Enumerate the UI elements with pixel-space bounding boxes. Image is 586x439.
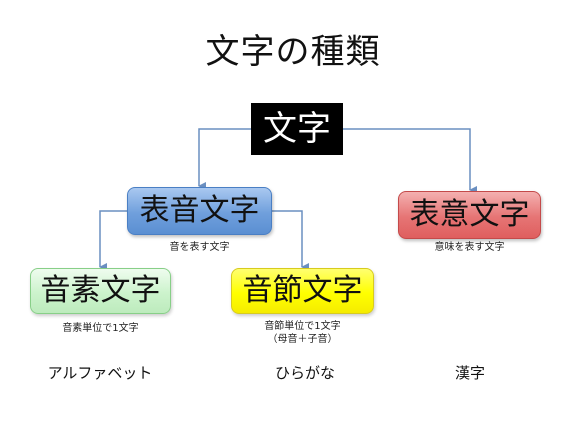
node-root: 文字 (251, 103, 343, 155)
connector-phonogram-to-syllabic (272, 210, 309, 271)
node-logogram-label: 表意文字 (409, 197, 530, 232)
connector-root-to-phonogram (198, 128, 251, 190)
connector-phonogram-to-phonemic (99, 210, 127, 271)
diagram-title: 文字の種類 (205, 32, 381, 72)
example-syllabic: ひらがな (274, 364, 335, 382)
example-logogram: 漢字 (454, 364, 485, 382)
node-syllabic-caption-line1: 音節単位で1文字 (264, 321, 341, 332)
node-syllabic-label: 音節文字 (242, 273, 363, 308)
node-syllabic: 音節文字 (231, 268, 374, 314)
node-logogram-caption: 意味を表す文字 (434, 242, 505, 253)
node-phonogram-label: 表音文字 (139, 193, 260, 228)
node-phonemic-label: 音素文字 (40, 273, 161, 308)
connector-root-to-logogram (343, 128, 477, 194)
node-phonemic: 音素文字 (30, 268, 171, 314)
node-syllabic-caption: 音節単位で1文字 （母音＋子音） (231, 320, 374, 346)
node-logogram: 表意文字 (398, 191, 541, 239)
node-syllabic-caption-line2: （母音＋子音） (267, 334, 338, 345)
example-phonemic: アルファベット (47, 364, 153, 382)
node-phonogram-caption: 音を表す文字 (169, 242, 230, 253)
node-phonogram: 表音文字 (127, 187, 272, 235)
node-phonemic-caption: 音素単位で1文字 (62, 323, 139, 334)
node-root-label: 文字 (263, 109, 331, 149)
